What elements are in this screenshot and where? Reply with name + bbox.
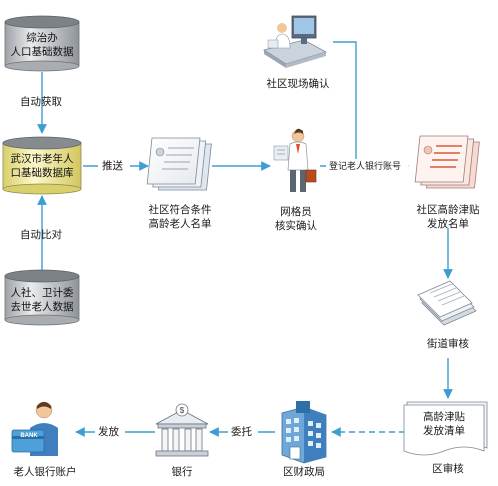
finance-label: 区财政局 [283, 466, 325, 478]
bank-card-text: BANK [20, 433, 38, 439]
community-list-line2: 高龄老人名单 [148, 218, 212, 230]
edge-register-account: 登记老人银行账号 [329, 162, 402, 172]
bank-label: 银行 [171, 466, 193, 478]
edge-issue: 发放 [98, 426, 119, 438]
bank-building-icon: $ [155, 403, 209, 457]
document-stack-community-list [146, 137, 212, 191]
account-person-icon [11, 401, 58, 456]
computer-desk-icon [262, 15, 328, 68]
db-zonghe-line2: 人口基础数据 [10, 46, 74, 58]
db-renshe-line2: 去世老人数据 [10, 301, 74, 313]
district-doc-line1: 高龄津贴 [423, 411, 465, 423]
grid-staff-line2: 核实确认 [275, 220, 317, 232]
db-renshe-label: 人社、卫计委 去世老人数据 [3, 286, 81, 314]
db-zonghe-label: 综治办 人口基础数据 [5, 31, 79, 59]
community-list-line1: 社区符合条件 [148, 204, 212, 216]
subsidy-list-label: 社区高龄津贴 发放名单 [406, 203, 490, 231]
arrow-community-confirm-line [333, 41, 357, 166]
dollar-sign: $ [180, 406, 185, 415]
community-list-label: 社区符合条件 高龄老人名单 [138, 203, 222, 231]
subsidy-list-line1: 社区高龄津贴 [416, 204, 480, 216]
database-cylinder-wuhan [2, 136, 82, 195]
district-doc-line2: 发放清单 [423, 425, 465, 437]
document-district-review [403, 401, 488, 456]
db-wuhan-line1: 武汉市老年人 [10, 153, 74, 165]
edge-push: 推送 [102, 160, 123, 172]
db-renshe-line1: 人社、卫计委 [10, 287, 74, 299]
paper-stack-street-review [417, 280, 477, 326]
grid-staff-line1: 网格员 [280, 206, 312, 218]
db-wuhan-line2: 口基础数据库 [10, 167, 74, 179]
account-label: 老人银行账户 [13, 466, 77, 478]
edge-auto-fetch: 自动获取 [20, 96, 62, 108]
database-cylinder-renshe [4, 269, 80, 326]
subsidy-list-line2: 发放名单 [427, 218, 469, 230]
finance-building-icon [281, 401, 327, 464]
arrows [37, 41, 453, 437]
grid-staff-person-icon [273, 128, 317, 192]
db-wuhan-label: 武汉市老年人 口基础数据库 [2, 152, 82, 180]
grid-staff-label: 网格员 核实确认 [266, 205, 326, 233]
bank-card-icon [11, 429, 45, 453]
district-review-label: 区审核 [432, 463, 464, 475]
edge-entrust: 委托 [231, 426, 252, 438]
street-review-label: 街道审核 [427, 338, 469, 350]
database-cylinder-zonghe [4, 15, 80, 72]
edge-auto-compare: 自动比对 [20, 229, 62, 241]
community-confirm-label: 社区现场确认 [266, 78, 330, 90]
district-doc-text: 高龄津贴 发放清单 [404, 410, 484, 438]
document-stack-subsidy-list [414, 135, 480, 189]
db-zonghe-line1: 综治办 [26, 32, 58, 44]
